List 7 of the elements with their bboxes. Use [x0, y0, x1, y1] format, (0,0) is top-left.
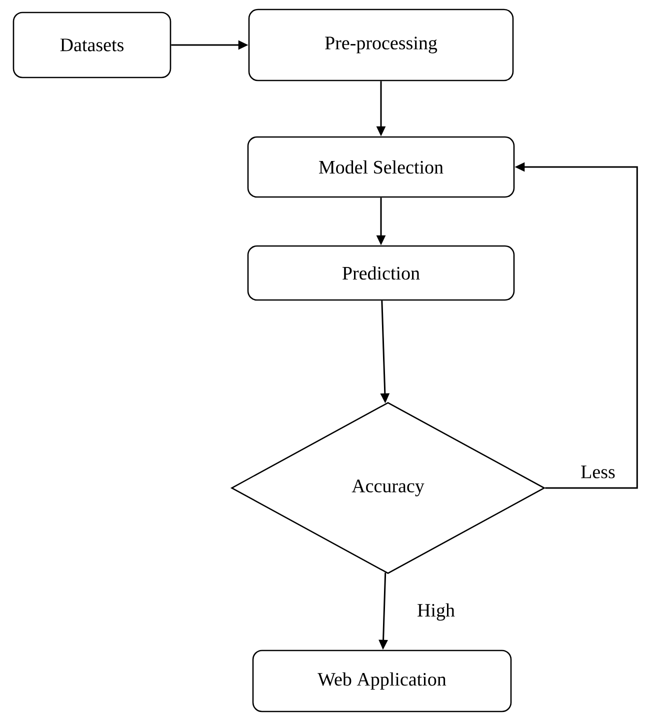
process-box: Web Application	[252, 650, 512, 712]
process-box: Model Selection	[247, 136, 515, 198]
edge-label: High	[415, 601, 457, 623]
edge-label: Less	[578, 464, 618, 480]
process-box: Pre-processing	[248, 8, 514, 82]
process-box: Datasets	[12, 12, 172, 78]
process-box: Prediction	[247, 245, 515, 301]
